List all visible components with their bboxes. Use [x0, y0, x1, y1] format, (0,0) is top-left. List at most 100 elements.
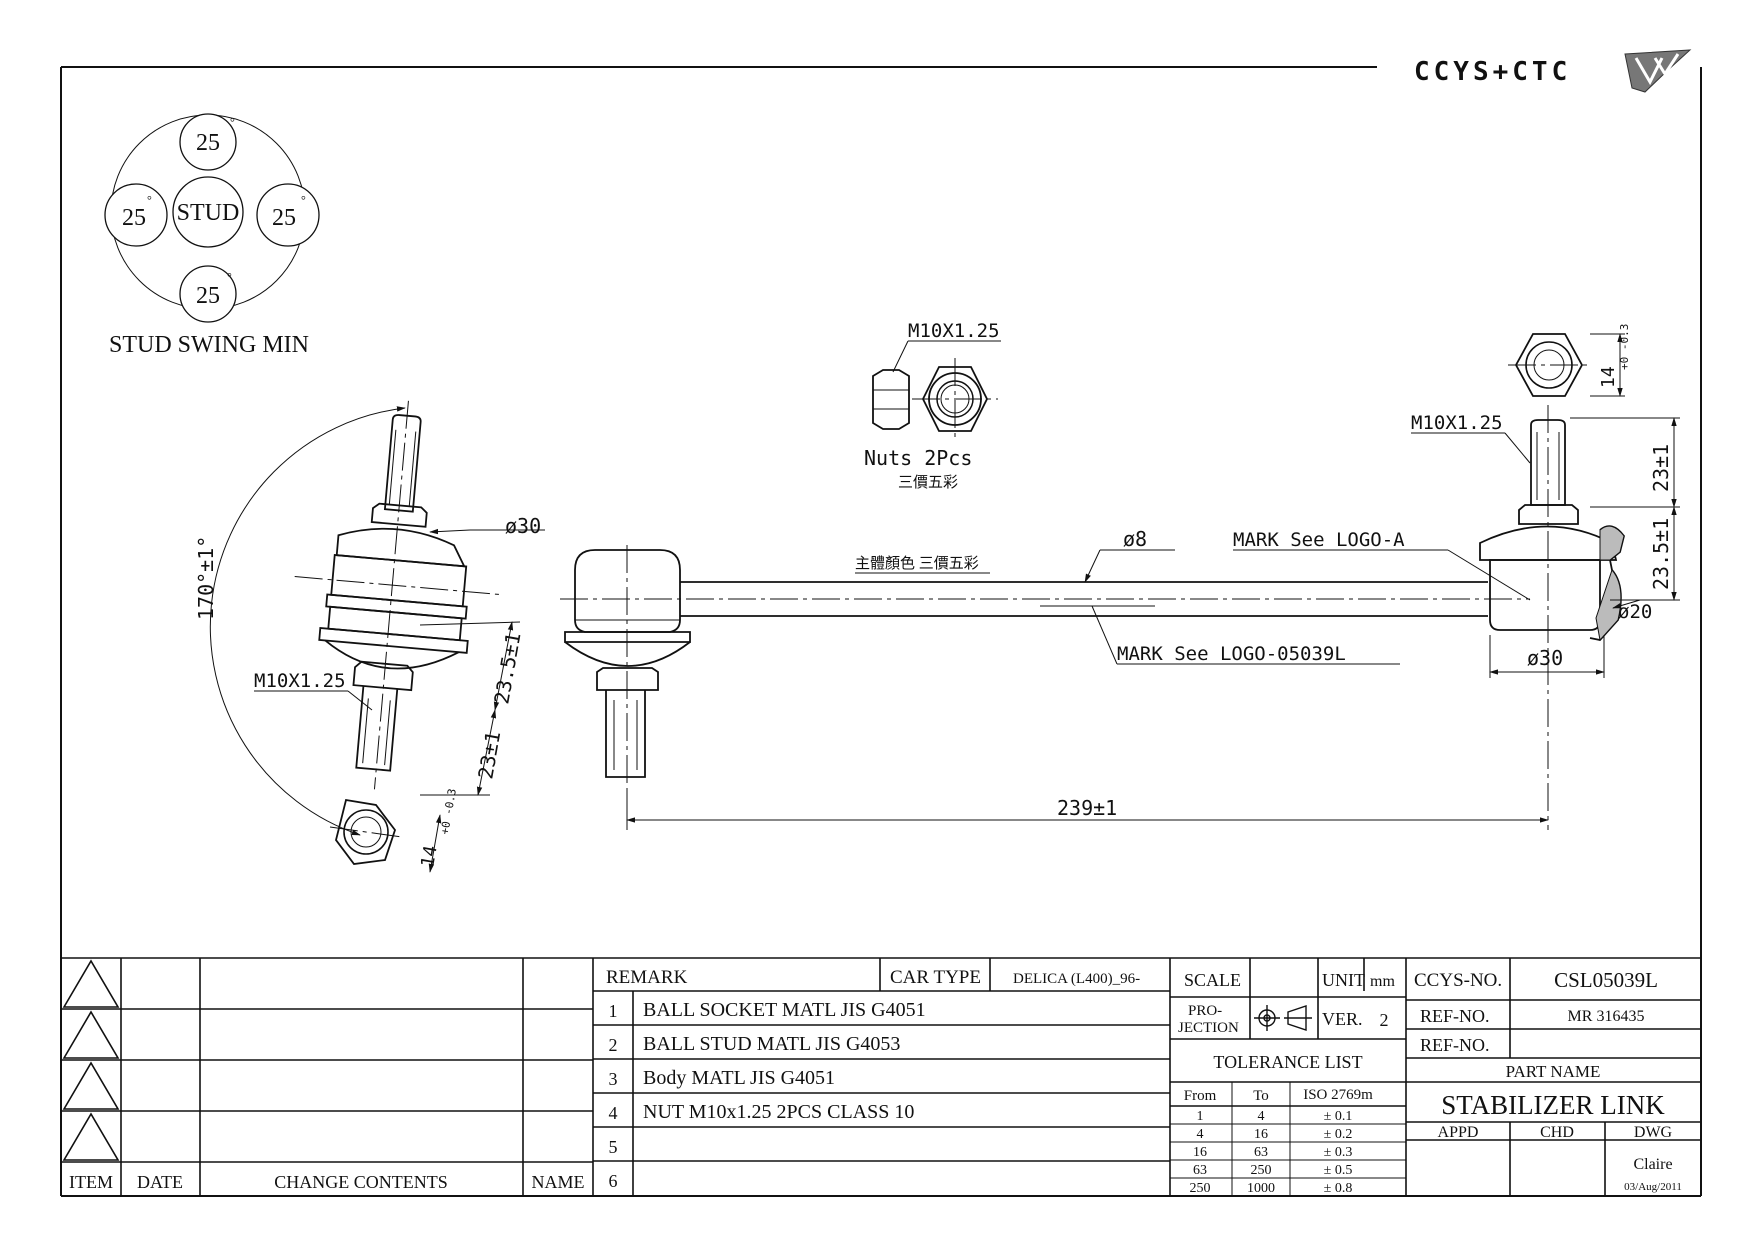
svg-text:± 0.5: ± 0.5 [1324, 1163, 1353, 1178]
angle-label: 170°±1° [194, 536, 218, 620]
svg-text:3: 3 [609, 1069, 618, 1089]
svg-text:To: To [1253, 1088, 1269, 1104]
right-stud-len: 23±1 [1649, 444, 1673, 492]
svg-text:°: ° [230, 115, 235, 129]
svg-text:BALL STUD MATL JIS G4053: BALL STUD MATL JIS G4053 [643, 1033, 900, 1055]
title-block-grid [61, 957, 1701, 1196]
right-nut-hex: 14 +0 -0.3 [1508, 324, 1631, 397]
brand-logo: CCYS+CTC [1414, 49, 1692, 93]
svg-text:4: 4 [1197, 1127, 1204, 1142]
svg-text:°: ° [301, 193, 306, 207]
svg-text:4: 4 [609, 1103, 618, 1123]
svg-text:REF-NO.: REF-NO. [1420, 1035, 1490, 1055]
svg-text:PART NAME: PART NAME [1506, 1062, 1601, 1081]
svg-text:VER.: VER. [1322, 1009, 1363, 1029]
tolerance-block: SCALE UNIT mm PRO- JECTION VER. 2 TOLERA… [1178, 970, 1395, 1196]
svg-text:ITEM: ITEM [69, 1172, 113, 1192]
svg-text:JECTION: JECTION [1178, 1020, 1239, 1036]
svg-text:DELICA (L400)_96-: DELICA (L400)_96- [1013, 971, 1140, 987]
svg-text:2: 2 [609, 1035, 618, 1055]
svg-text:250: 250 [1190, 1181, 1211, 1196]
svg-text:REF-NO.: REF-NO. [1420, 1006, 1490, 1026]
swing-left: 25 [122, 205, 146, 231]
drawer-name: Claire [1633, 1156, 1672, 1173]
right-od-label: ø30 [1527, 646, 1563, 670]
projection-symbol-icon [1254, 1005, 1312, 1031]
svg-text:63: 63 [1193, 1163, 1207, 1178]
svg-text:°: ° [147, 193, 152, 207]
svg-text:5: 5 [609, 1137, 618, 1157]
left-thread-label: M10X1.25 [254, 670, 346, 692]
svg-text:1000: 1000 [1247, 1181, 1275, 1196]
overall-length-label: 239±1 [1057, 796, 1117, 820]
drawing-date: 03/Aug/2011 [1624, 1181, 1682, 1193]
remarks-table: REMARK CAR TYPE DELICA (L400)_96- 1 BALL… [606, 967, 1140, 1191]
left-nut-hex: 14 +0 -0.3 [329, 788, 459, 873]
nuts-label: Nuts 2Pcs [864, 446, 972, 470]
svg-text:From: From [1184, 1088, 1217, 1104]
right-hex-size: 14 [1598, 366, 1619, 388]
ref-number: MR 316435 [1568, 1008, 1645, 1025]
drawing-frame [60, 66, 1702, 1197]
svg-text:CCYS-NO.: CCYS-NO. [1414, 970, 1502, 991]
swing-right: 25 [272, 205, 296, 231]
overall-length-dimension: 239±1 [626, 790, 1549, 830]
center-ball-socket [564, 545, 691, 790]
svg-text:6: 6 [609, 1171, 618, 1191]
svg-text:CHANGE CONTENTS: CHANGE CONTENTS [274, 1172, 448, 1192]
svg-text:± 0.2: ± 0.2 [1324, 1127, 1353, 1142]
svg-text:± 0.3: ± 0.3 [1324, 1145, 1353, 1160]
svg-text:CCYS+CTC: CCYS+CTC [1414, 57, 1571, 87]
svg-text:63: 63 [1254, 1145, 1268, 1160]
svg-text:± 0.1: ± 0.1 [1324, 1109, 1353, 1124]
right-inner-label: ø20 [1618, 601, 1652, 623]
left-dimensions: ø30 M10X1.25 23.5±1 23±1 [254, 514, 545, 796]
mark-logo-a-label: MARK See LOGO-A [1233, 529, 1405, 551]
svg-text:BALL SOCKET MATL JIS G4051: BALL SOCKET MATL JIS G4051 [643, 999, 926, 1021]
svg-text:CAR TYPE: CAR TYPE [890, 967, 981, 988]
right-dimensions: 23±1 23.5±1 ø20 ø30 [1489, 417, 1680, 678]
svg-text:16: 16 [1193, 1145, 1207, 1160]
svg-text:4: 4 [1258, 1109, 1265, 1124]
svg-text:CHD: CHD [1540, 1124, 1574, 1141]
part-name: STABILIZER LINK [1441, 1090, 1665, 1120]
stabilizer-rod: 主體顏色 三價五彩 ø8 MARK See LOGO-05039L [560, 527, 1530, 665]
right-hex-tol: +0 -0.3 [1618, 324, 1631, 370]
svg-text:2: 2 [1380, 1010, 1389, 1030]
svg-text:SCALE: SCALE [1184, 970, 1241, 990]
svg-text:°: ° [227, 270, 232, 284]
svg-text:1: 1 [609, 1001, 618, 1021]
nuts-detail: M10X1.25 Nuts 2Pcs 三價五彩 [864, 320, 1001, 491]
swing-bottom: 25 [196, 283, 220, 309]
left-stud-len: 23±1 [473, 729, 505, 781]
right-body-len: 23.5±1 [1649, 518, 1673, 590]
stud-swing-diagram: 25 ° STUD 25 ° 25 ° 25 ° STUD SWING MIN [104, 113, 320, 358]
svg-text:± 0.8: ± 0.8 [1324, 1181, 1353, 1196]
right-ball-joint: M10X1.25 MARK See LOGO-A [1233, 405, 1625, 830]
swing-top: 25 [196, 130, 220, 156]
svg-text:REMARK: REMARK [606, 967, 688, 988]
svg-text:APPD: APPD [1438, 1124, 1479, 1141]
svg-text:PRO-: PRO- [1188, 1003, 1222, 1019]
left-body-len: 23.5±1 [489, 631, 525, 706]
rod-dia-label: ø8 [1123, 527, 1147, 551]
swing-caption: STUD SWING MIN [109, 332, 309, 358]
left-od-label: ø30 [505, 514, 541, 538]
svg-text:Body MATL JIS G4051: Body MATL JIS G4051 [643, 1067, 835, 1089]
swing-center-label: STUD [177, 200, 240, 226]
part-info-block: CCYS-NO. CSL05039L REF-NO. MR 316435 REF… [1414, 968, 1682, 1193]
svg-text:DATE: DATE [137, 1172, 183, 1192]
svg-text:DWG: DWG [1634, 1124, 1673, 1141]
svg-text:mm: mm [1370, 973, 1395, 990]
svg-text:250: 250 [1251, 1163, 1272, 1178]
svg-text:ISO 2769m: ISO 2769m [1303, 1087, 1373, 1103]
svg-text:UNIT: UNIT [1322, 970, 1365, 990]
right-thread-label: M10X1.25 [1411, 412, 1503, 434]
swing-angle-dimension: 170°±1° [194, 406, 406, 836]
svg-text:16: 16 [1254, 1127, 1268, 1142]
nuts-thread-label: M10X1.25 [908, 320, 1000, 342]
revision-headers: ITEM DATE CHANGE CONTENTS NAME [69, 1172, 585, 1192]
svg-text:1: 1 [1197, 1109, 1204, 1124]
svg-text:NAME: NAME [532, 1172, 585, 1192]
